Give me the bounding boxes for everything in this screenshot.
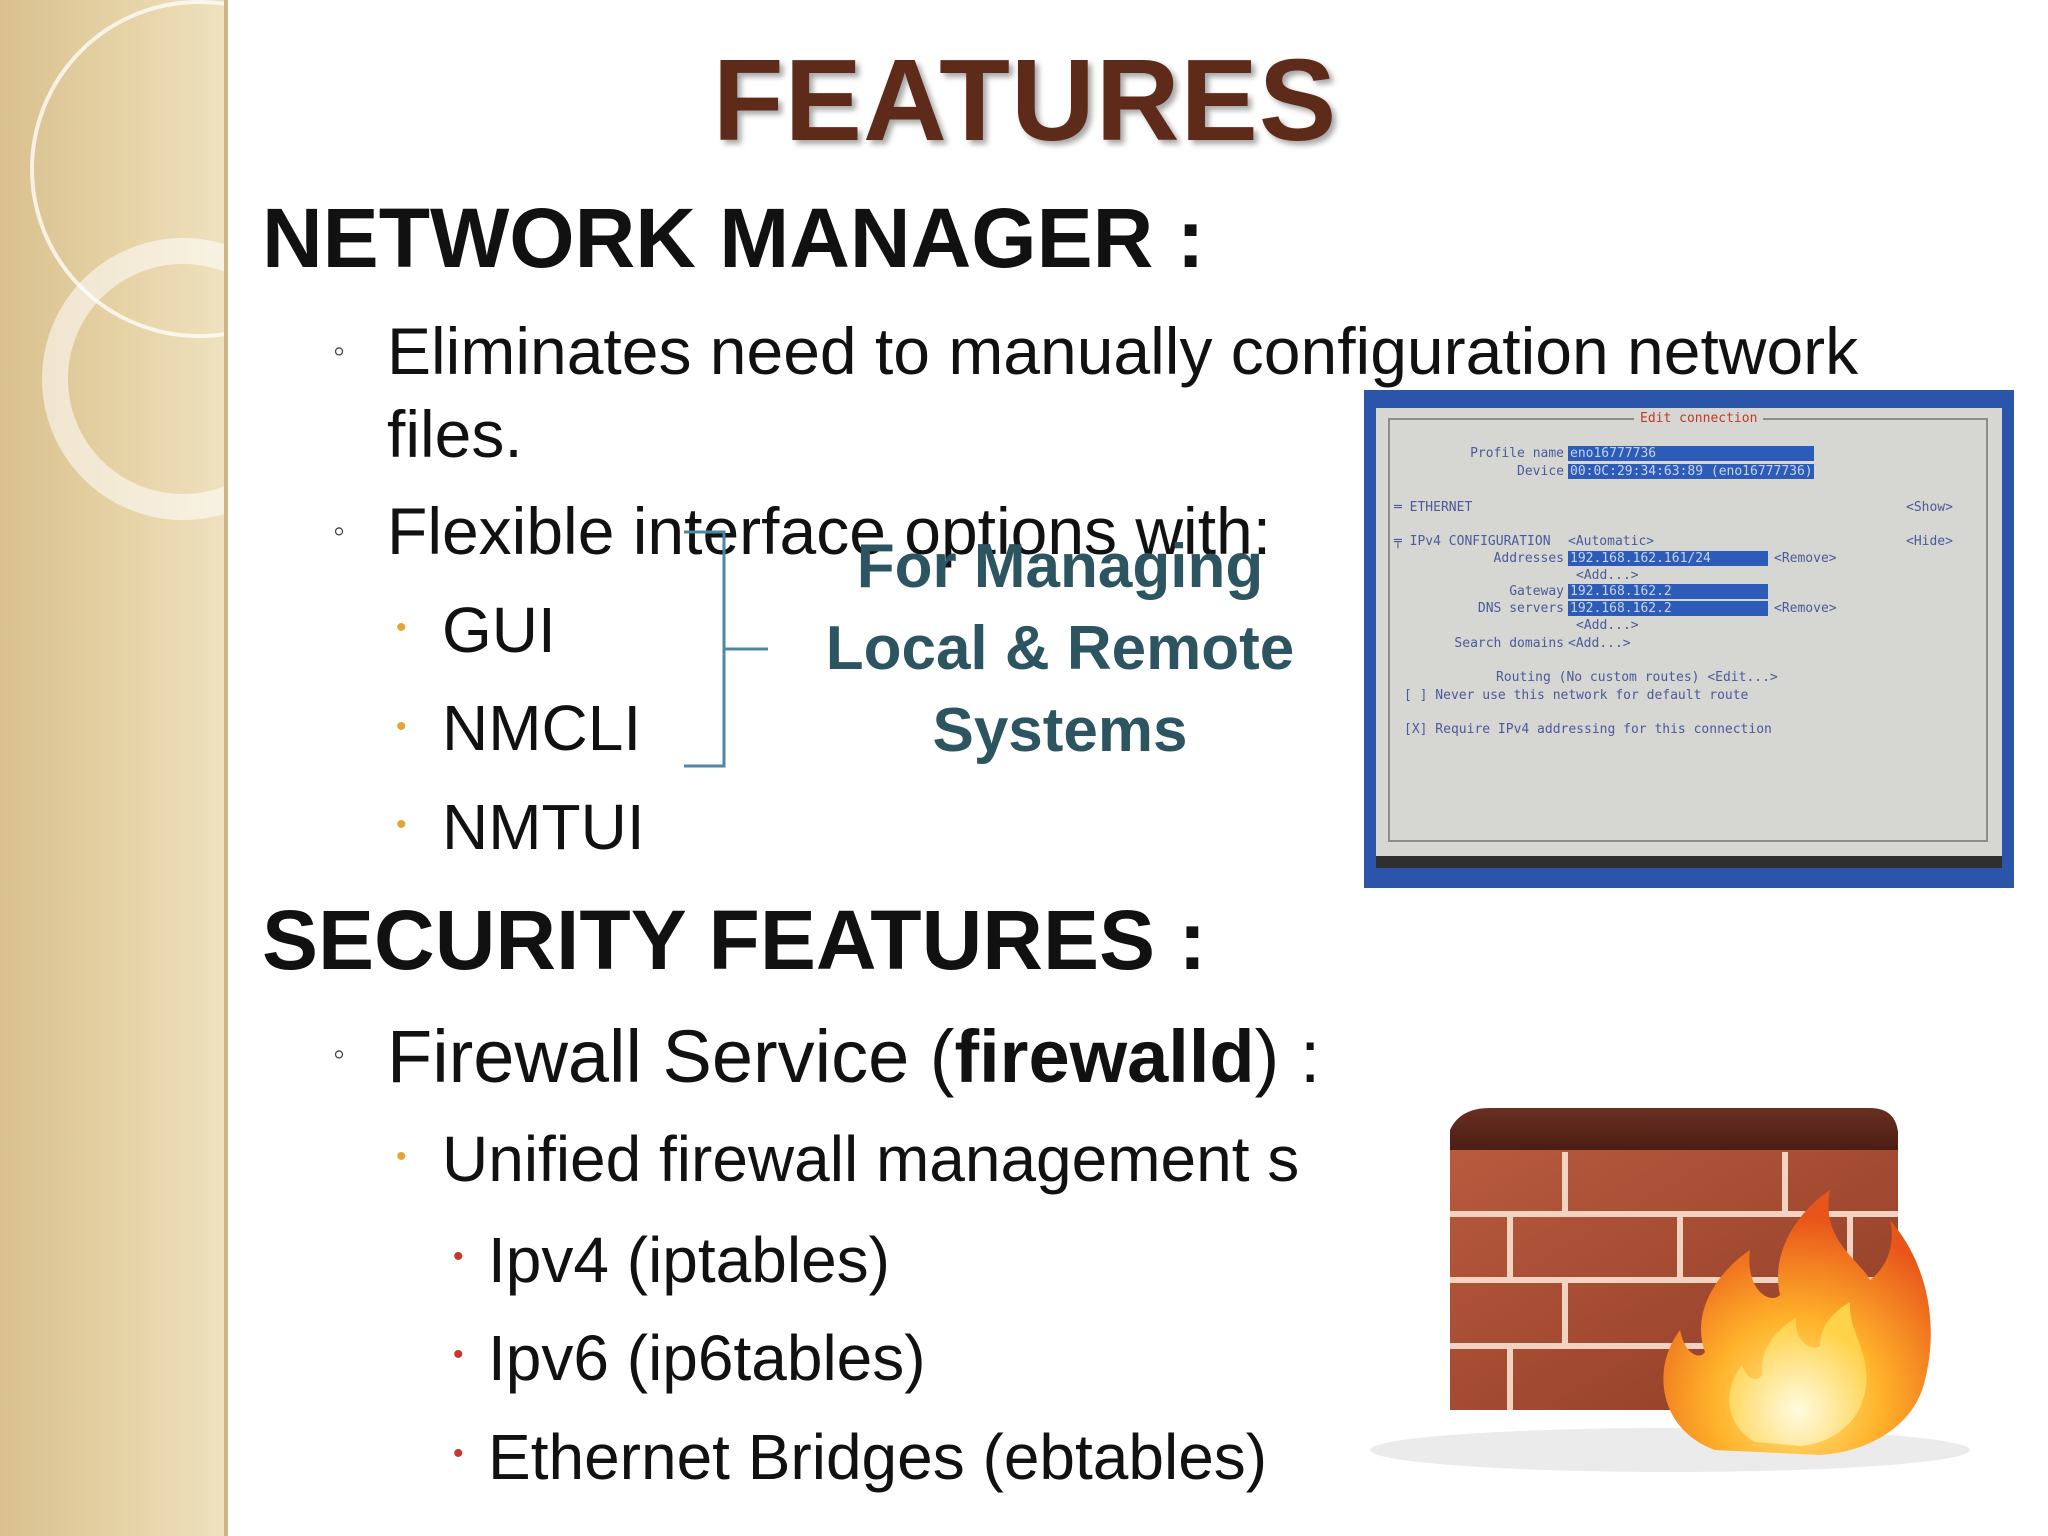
bullet-dot-icon: • (453, 1240, 464, 1273)
nmtui-gateway-field: 192.168.162.2 (1568, 584, 1768, 599)
table-item-ipv6: Ipv6 (ip6tables) (488, 1322, 926, 1394)
unified-management-text: Unified firewall management s (442, 1123, 1300, 1195)
security-features-heading: SECURITY FEATURES : (262, 893, 1207, 987)
bracket-connector (684, 530, 768, 768)
nmtui-window-title: Edit connection (1634, 411, 1764, 426)
callout-line: Local & Remote (825, 614, 1295, 683)
nmtui-address-field: 192.168.162.161/24 (1568, 551, 1768, 566)
nmtui-label: Gateway (1509, 584, 1564, 599)
nmtui-add-link: <Add...> (1568, 636, 1631, 651)
nmtui-label: Search domains (1454, 636, 1564, 651)
nmtui-routing: Routing (No custom routes) <Edit...> (1496, 670, 1778, 685)
nmtui-ipv4-section: ╤ IPv4 CONFIGURATION (1394, 534, 1551, 549)
nmtui-hide-link: <Hide> (1906, 534, 1953, 549)
nmtui-remove-link: <Remove> (1774, 601, 1837, 616)
nmtui-shadow (1376, 856, 2002, 868)
nmtui-label: Addresses (1493, 551, 1564, 566)
decorative-ring (42, 238, 228, 520)
nmtui-ipv4-mode: <Automatic> (1568, 534, 1655, 549)
nmtui-dns-field: 192.168.162.2 (1568, 601, 1768, 616)
sub-item-nmtui: NMTUI (442, 791, 645, 863)
bullet-dot-icon: • (396, 808, 407, 841)
table-item-ipv4: Ipv4 (iptables) (488, 1224, 890, 1296)
bullet-dot-icon: • (396, 611, 407, 644)
bullet-text: Eliminates need to manually configuratio… (387, 314, 1859, 388)
bullet-dot-icon: • (396, 1140, 407, 1173)
nmtui-device-field: 00:0C:29:34:63:89 (eno16777736) (1568, 464, 1814, 479)
callout-text: For Managing Local & Remote Systems (800, 526, 1320, 772)
bullet-dot-icon: • (396, 710, 407, 743)
bullet-text-continued: files. (387, 397, 523, 471)
sub-item-gui: GUI (442, 594, 556, 666)
firewall-prefix: Firewall Service ( (387, 1015, 955, 1098)
nmtui-add-link: <Add...> (1576, 568, 1639, 583)
nmtui-label: Profile name (1470, 446, 1564, 461)
callout-line: For Managing (856, 532, 1264, 601)
bullet-dot-icon: • (453, 1338, 464, 1371)
nmtui-show-link: <Show> (1906, 500, 1953, 515)
callout-line: Systems (932, 696, 1188, 765)
bullet-circle-icon: ◦ (333, 512, 346, 550)
firewall-suffix: ) : (1254, 1015, 1321, 1098)
nmtui-checkbox-never: [ ] Never use this network for default r… (1404, 688, 1749, 703)
nmtui-screenshot: Edit connection Profile name eno16777736… (1364, 390, 2014, 888)
nmtui-add-link: <Add...> (1576, 618, 1639, 633)
nmtui-window: Edit connection Profile name eno16777736… (1376, 408, 2002, 856)
slide-title: FEATURES (712, 35, 1338, 165)
bullet-text: Flexible interface options with: (387, 494, 1272, 568)
decorative-sidebar (0, 0, 228, 1536)
nmtui-checkbox-require: [X] Require IPv4 addressing for this con… (1404, 722, 1772, 737)
nmtui-profile-field: eno16777736 (1568, 446, 1814, 461)
bullet-circle-icon: ◦ (333, 332, 346, 370)
bullet-dot-icon: • (453, 1437, 464, 1470)
firewall-icon (1370, 1108, 1970, 1472)
table-item-ethernet: Ethernet Bridges (ebtables) (488, 1421, 1268, 1493)
bullet-circle-icon: ◦ (333, 1035, 346, 1073)
nmtui-ethernet-section: ═ ETHERNET (1394, 500, 1473, 515)
nmtui-label: Device (1517, 464, 1564, 479)
nmtui-remove-link: <Remove> (1774, 551, 1837, 566)
nmtui-label: DNS servers (1477, 601, 1564, 616)
network-manager-heading: NETWORK MANAGER : (262, 191, 1205, 285)
firewall-service-line: Firewall Service (firewalld) : (387, 1012, 1320, 1102)
firewalld-name: firewalld (954, 1015, 1255, 1098)
sub-item-nmcli: NMCLI (442, 692, 642, 764)
sidebar-edge (224, 0, 228, 1536)
nmtui-frame (1388, 418, 1988, 842)
